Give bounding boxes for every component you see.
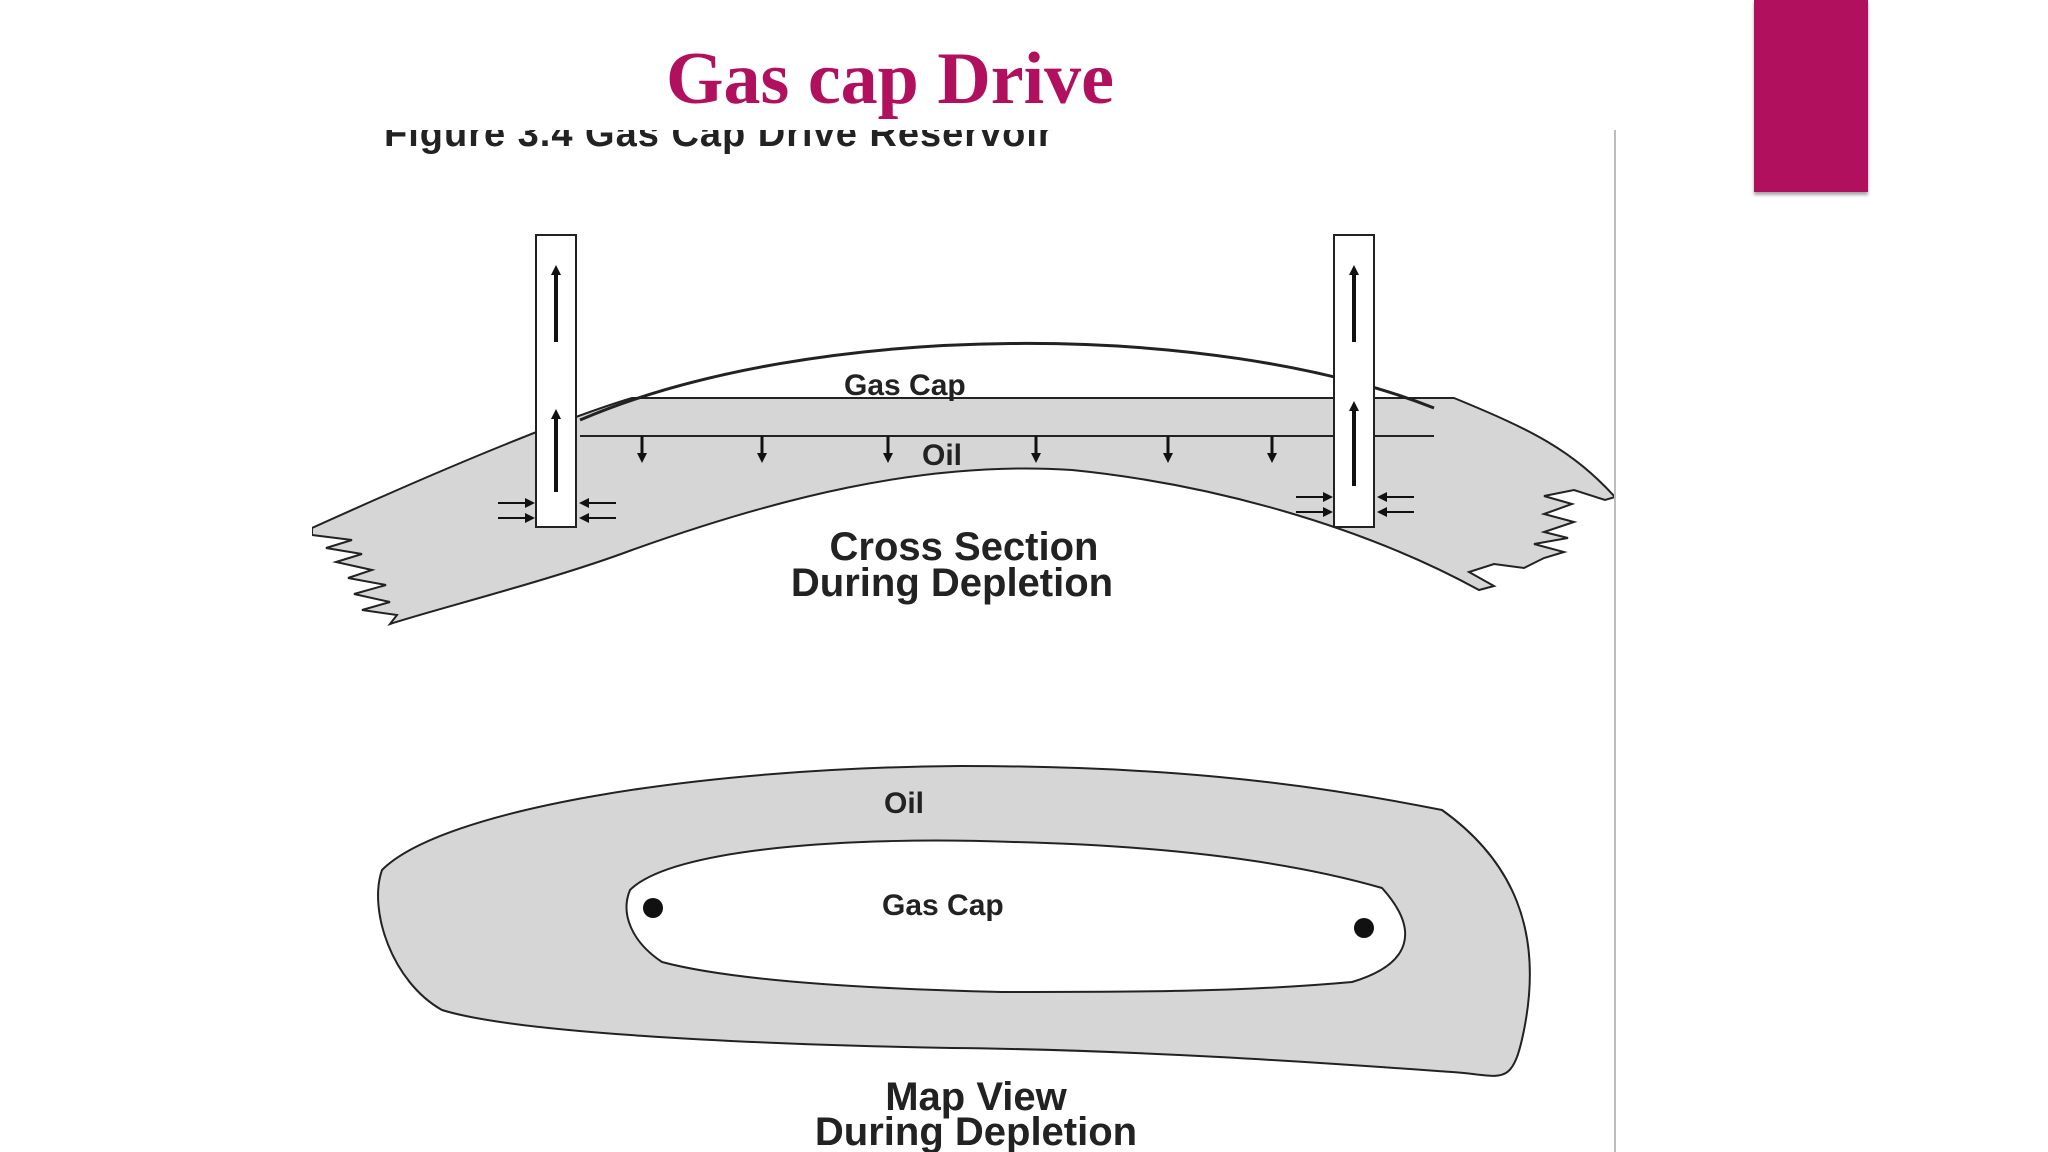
reservoir-diagram: Figure 3.4 Gas Cap Drive Reservoir Gas C… — [312, 130, 1614, 1152]
map-oil-label: Oil — [884, 787, 924, 820]
well-dot-left — [643, 898, 663, 918]
accent-bar — [1754, 0, 1868, 192]
slide-title: Gas cap Drive — [665, 38, 1115, 120]
map-view-caption-1: Map View — [885, 1075, 1067, 1119]
cross-oil-label: Oil — [922, 439, 962, 472]
map-view-caption-2: During Depletion — [815, 1110, 1137, 1152]
gas-cap-top — [579, 342, 1435, 422]
expansion-arrows — [637, 436, 1277, 463]
map-gas-cap-label: Gas Cap — [882, 889, 1004, 922]
inflow-arrows-left — [498, 498, 616, 523]
figure-title: Figure 3.4 Gas Cap Drive Reservoir — [384, 130, 1054, 155]
gas-cap-outline — [625, 839, 1407, 994]
well-right — [1333, 234, 1375, 528]
map-view: Oil Gas Cap Map View During Depletion — [377, 764, 1531, 1152]
cross-gas-cap-label: Gas Cap — [844, 369, 966, 402]
cross-section-caption-1: Cross Section — [830, 525, 1099, 569]
well-left — [535, 234, 577, 528]
cross-section: Gas Cap Oil — [312, 234, 1614, 626]
cross-section-caption-2: During Depletion — [791, 561, 1113, 605]
inflow-arrows-right — [1296, 492, 1414, 517]
well-dot-right — [1354, 918, 1374, 938]
figure-panel: Figure 3.4 Gas Cap Drive Reservoir Gas C… — [312, 130, 1616, 1152]
